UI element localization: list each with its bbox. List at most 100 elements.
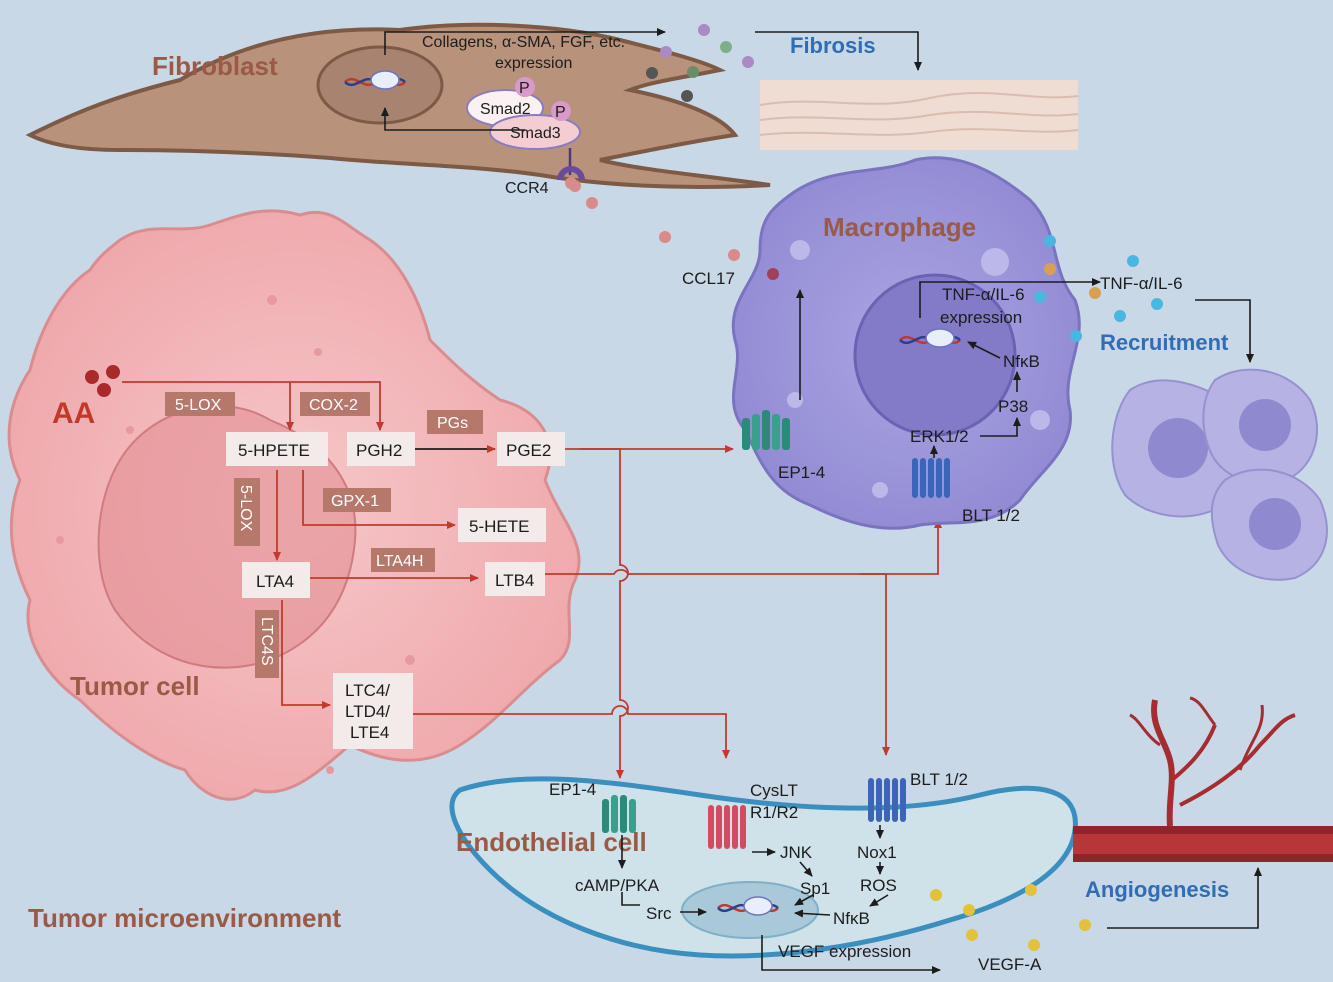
endo-nfkb-label: NfκB: [833, 909, 870, 928]
tnf-il6-label: TNF-α/IL-6: [1100, 274, 1183, 293]
phospho-badge: [551, 101, 571, 121]
mac-expr-label-2: expression: [940, 308, 1022, 327]
ccl17-dot: [767, 268, 779, 280]
enzyme-pgs: PGs: [427, 410, 483, 434]
svg-text:COX-2: COX-2: [309, 397, 358, 414]
nox1-label: Nox1: [857, 843, 897, 862]
svg-text:LTA4: LTA4: [256, 572, 294, 591]
vegfa-label: VEGF-A: [978, 955, 1042, 974]
aa-molecules: [85, 365, 120, 397]
secreted-factors: [646, 24, 754, 102]
blood-vessel-image: [1073, 696, 1333, 862]
expression-label: Collagens, α-SMA, FGF, etc.: [422, 34, 625, 51]
ros-label: ROS: [860, 876, 897, 895]
endo-ep-receptor-icon: [602, 795, 636, 833]
svg-text:LTA4H: LTA4H: [376, 553, 423, 570]
jnk-label: JNK: [780, 843, 813, 862]
smad2-label: Smad2: [480, 101, 531, 118]
cytokine-dots: [1034, 235, 1163, 342]
blt-receptor-icon: [912, 458, 950, 498]
vegf-expression-label: VEGF expression: [778, 942, 911, 961]
ccr4-receptor-icon: [557, 166, 585, 181]
fibrosis-arrow: [755, 31, 922, 71]
recruitment-label: Recruitment: [1100, 330, 1229, 355]
signal-arrows: [413, 445, 942, 779]
enzyme-ltc4s: LTC4S: [255, 610, 279, 678]
macrophage-nucleus: [853, 273, 1017, 437]
src-label: Src: [646, 904, 672, 923]
enzyme-cox2: COX-2: [300, 392, 370, 416]
smad-nucleus-arrow: [381, 107, 525, 131]
phospho-badge: [515, 77, 535, 97]
tumor-pathway-arrows: [122, 381, 496, 709]
dna-icon: [717, 896, 779, 916]
metabolite-ltc4-ltd4-lte4: LTC4/ LTD4/ LTE4: [333, 673, 413, 749]
ccl17-dots: [569, 180, 740, 261]
svg-text:PGs: PGs: [437, 415, 468, 432]
metabolite-5hpete: 5-HPETE: [226, 432, 328, 466]
phospho-label: P: [519, 80, 530, 97]
svg-text:5-LOX: 5-LOX: [237, 485, 254, 532]
ccr4-label: CCR4: [505, 180, 549, 197]
endo-blt-receptor-icon: [868, 778, 906, 822]
svg-text:5-HPETE: 5-HPETE: [238, 441, 310, 460]
metabolite-ltb4: LTB4: [485, 562, 545, 596]
svg-text:GPX-1: GPX-1: [331, 493, 379, 510]
fibroblast-cell: [25, 22, 771, 189]
metabolite-5hete: 5-HETE: [458, 508, 546, 542]
angiogenesis-label: Angiogenesis: [1085, 877, 1229, 902]
phospho-label-2: P: [555, 104, 566, 121]
macrophage-title: Macrophage: [823, 212, 976, 242]
endothelial-title: Endothelial cell: [456, 827, 647, 857]
metabolite-lta4: LTA4: [242, 562, 310, 598]
tumor-microenvironment-label: Tumor microenvironment: [28, 903, 341, 933]
svg-text:5-LOX: 5-LOX: [175, 397, 222, 414]
svg-text:5-HETE: 5-HETE: [469, 517, 529, 536]
fibroblast-title: Fibroblast: [152, 51, 278, 81]
fibrosis-label: Fibrosis: [790, 33, 876, 58]
dna-icon: [899, 328, 961, 348]
cyslt-label-2: R1/R2: [750, 803, 798, 822]
cyslt-label: CysLT: [750, 781, 798, 800]
smad3-protein: [489, 114, 581, 150]
tumor-nucleus: [97, 405, 357, 669]
vegf-dots: [930, 884, 1091, 951]
smad3-label: Smad3: [510, 125, 561, 142]
recruited-macrophages: [1111, 368, 1328, 581]
enzyme-lta4h: LTA4H: [371, 548, 435, 572]
enzyme-5lox-b: 5-LOX: [234, 478, 260, 546]
enzyme-gpx1: GPX-1: [323, 488, 391, 512]
mac-blt-label: BLT 1/2: [962, 506, 1020, 525]
expression-label-2: expression: [495, 55, 572, 72]
tumor-cell-title: Tumor cell: [70, 671, 200, 701]
expression-arrow: [384, 28, 666, 55]
svg-text:LTB4: LTB4: [495, 571, 534, 590]
p38-label: P38: [998, 397, 1028, 416]
svg-text:LTC4S: LTC4S: [258, 617, 275, 666]
endo-ep-label: EP1-4: [549, 780, 596, 799]
endo-blt-label: BLT 1/2: [910, 770, 968, 789]
ep-receptor-icon: [742, 410, 790, 450]
svg-text:PGE2: PGE2: [506, 441, 551, 460]
aa-label: AA: [52, 397, 95, 430]
svg-text:PGH2: PGH2: [356, 441, 402, 460]
dna-icon: [344, 70, 406, 90]
erk-label: ERK1/2: [910, 427, 969, 446]
nfkb-label: NfκB: [1003, 352, 1040, 371]
tumor-cell: [7, 209, 581, 801]
svg-text:LTD4/: LTD4/: [345, 702, 390, 721]
mac-expr-label: TNF-α/IL-6: [942, 285, 1025, 304]
svg-text:LTE4: LTE4: [350, 723, 389, 742]
enzyme-5lox-a: 5-LOX: [165, 392, 235, 416]
ccl17-label: CCL17: [682, 269, 735, 288]
cyslt-receptor-icon: [708, 805, 746, 849]
metabolite-pge2: PGE2: [497, 432, 565, 466]
endothelial-arrows: [618, 825, 1262, 974]
svg-text:LTC4/: LTC4/: [345, 681, 390, 700]
mac-ep-label: EP1-4: [778, 463, 825, 482]
metabolite-pgh2: PGH2: [347, 432, 415, 466]
fibrosis-tissue-image: [759, 80, 1079, 150]
macrophage-arrows: [796, 278, 1254, 458]
sp1-label: Sp1: [800, 879, 830, 898]
